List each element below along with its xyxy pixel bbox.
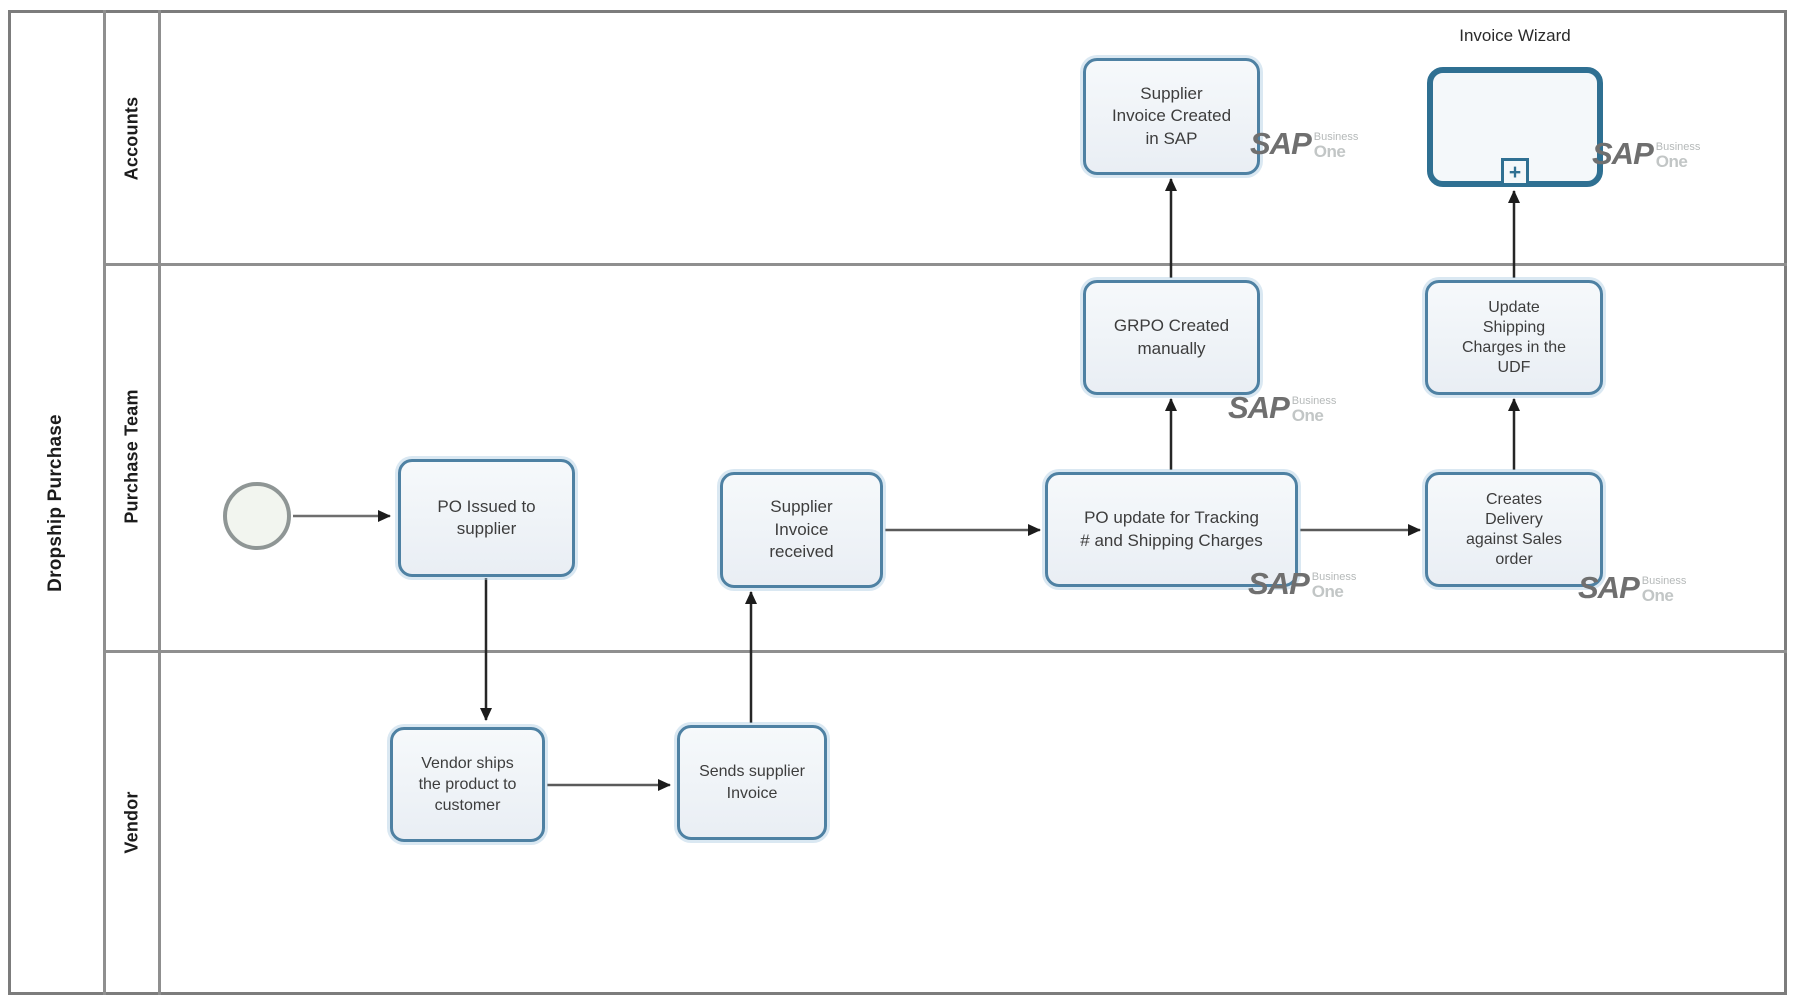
lane-label-purchase-team: Purchase Team: [106, 263, 158, 650]
task-po-update-tracking-label: PO update for Tracking # and Shipping Ch…: [1080, 508, 1263, 550]
sap-logo-text: SAP: [1592, 136, 1654, 171]
sap-logo-business-text: Business: [1291, 395, 1337, 407]
sap-logo-one-text: One: [1311, 582, 1344, 602]
task-sends-supplier-invoice-label: Sends supplier Invoice: [699, 763, 805, 802]
task-po-issued: PO Issued to supplier: [398, 459, 575, 577]
sap-logo-business-text: Business: [1313, 131, 1359, 143]
task-sends-supplier-invoice: Sends supplier Invoice: [677, 725, 827, 840]
lane-label-divider: [158, 10, 161, 995]
sap-logo-one-text: One: [1655, 152, 1688, 172]
sap-business-one-logo: SAP Business One: [1578, 572, 1686, 604]
sap-logo-business-text: Business: [1641, 575, 1687, 587]
sap-logo-text: SAP: [1248, 566, 1310, 601]
task-vendor-ships: Vendor ships the product to customer: [390, 727, 545, 842]
task-grpo-created-label: GRPO Created manually: [1113, 316, 1230, 358]
task-creates-delivery: Creates Delivery against Sales order: [1425, 472, 1603, 587]
sap-logo-text: SAP: [1250, 126, 1312, 161]
task-update-shipping-charges: Update Shipping Charges in the UDF: [1425, 280, 1603, 395]
task-vendor-ships-label: Vendor ships the product to customer: [418, 754, 517, 815]
task-supplier-invoice-received-label: Supplier Invoice received: [769, 497, 834, 562]
sap-business-one-logo: SAP Business One: [1250, 128, 1358, 160]
task-supplier-invoice-received: Supplier Invoice received: [720, 472, 883, 588]
lane-divider-purchase-vendor: [103, 650, 1787, 653]
lane-divider-accounts-purchase: [103, 263, 1787, 266]
task-creates-delivery-label: Creates Delivery against Sales order: [1465, 490, 1563, 568]
sap-business-one-logo: SAP Business One: [1228, 392, 1336, 424]
lane-label-accounts: Accounts: [106, 13, 158, 263]
task-supplier-invoice-created: Supplier Invoice Created in SAP: [1083, 58, 1260, 175]
sap-logo-one-text: One: [1641, 586, 1674, 606]
task-update-shipping-charges-label: Update Shipping Charges in the UDF: [1461, 298, 1567, 376]
expand-plus-icon: +: [1501, 158, 1529, 186]
start-event-circle: [223, 482, 291, 550]
subprocess-invoice-wizard: +: [1427, 67, 1603, 187]
lane-accounts-text: Accounts: [121, 96, 142, 180]
sap-logo-text: SAP: [1578, 570, 1640, 605]
sap-logo-business-text: Business: [1655, 141, 1701, 153]
sap-business-one-logo: SAP Business One: [1592, 138, 1700, 170]
lane-purchase-team-text: Purchase Team: [121, 389, 142, 524]
pool-label-divider: [103, 10, 106, 995]
task-grpo-created: GRPO Created manually: [1083, 280, 1260, 395]
task-supplier-invoice-created-label: Supplier Invoice Created in SAP: [1111, 83, 1232, 148]
sap-business-one-logo: SAP Business One: [1248, 568, 1356, 600]
sap-logo-text: SAP: [1228, 390, 1290, 425]
task-po-issued-label: PO Issued to supplier: [437, 496, 536, 538]
sap-logo-one-text: One: [1291, 406, 1324, 426]
pool-title: Dropship Purchase: [8, 10, 103, 995]
sap-logo-one-text: One: [1313, 142, 1346, 162]
lane-label-vendor: Vendor: [106, 650, 158, 995]
task-po-update-tracking: PO update for Tracking # and Shipping Ch…: [1045, 472, 1298, 587]
pool-title-label: Dropship Purchase: [44, 413, 66, 592]
lane-vendor-text: Vendor: [121, 791, 142, 854]
invoice-wizard-title: Invoice Wizard: [1459, 26, 1571, 45]
sap-logo-business-text: Business: [1311, 571, 1357, 583]
